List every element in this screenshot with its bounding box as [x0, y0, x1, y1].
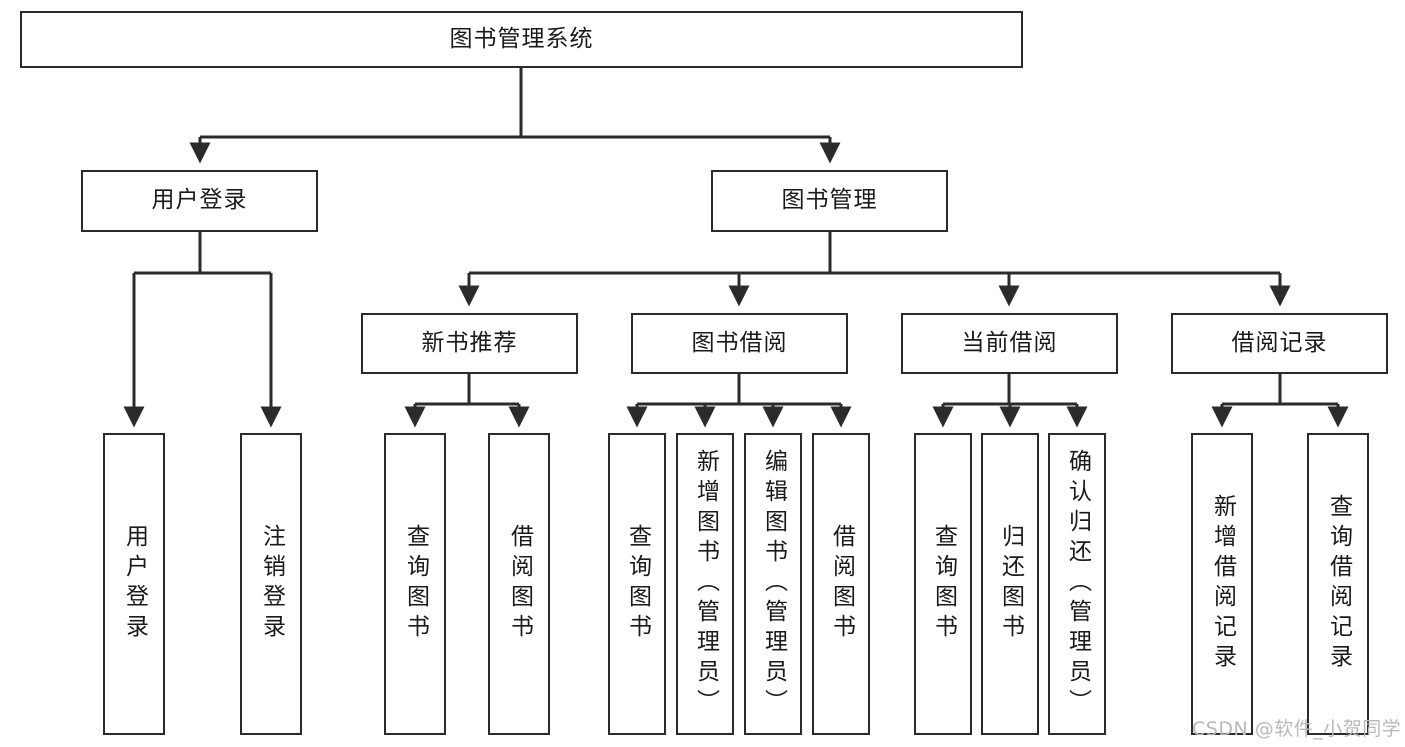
node-leaf-user-login[interactable]: 用户登录: [103, 433, 165, 735]
node-leaf-edit-book-label: 编辑图书（管理员）: [760, 449, 787, 719]
node-user-login-label: 用户登录: [151, 187, 248, 214]
node-leaf-return-book[interactable]: 归还图书: [981, 433, 1039, 735]
node-leaf-query-book-3[interactable]: 查询图书: [914, 433, 972, 735]
node-root-label: 图书管理系统: [449, 25, 594, 52]
node-leaf-borrow-book-1[interactable]: 借阅图书: [488, 433, 550, 735]
node-leaf-borrow-book-1-label: 借阅图书: [506, 524, 533, 644]
node-book-borrow-label: 图书借阅: [691, 329, 788, 356]
node-borrow-record[interactable]: 借阅记录: [1171, 313, 1388, 374]
node-leaf-add-book-label: 新增图书（管理员）: [692, 449, 719, 719]
node-new-book-recommend[interactable]: 新书推荐: [361, 313, 578, 374]
node-leaf-user-logout-label: 注销登录: [258, 524, 285, 644]
node-leaf-query-book-1-label: 查询图书: [402, 524, 429, 644]
node-book-manage[interactable]: 图书管理: [711, 170, 948, 232]
node-root[interactable]: 图书管理系统: [20, 11, 1023, 68]
node-leaf-edit-book[interactable]: 编辑图书（管理员）: [744, 433, 802, 735]
node-current-borrow[interactable]: 当前借阅: [901, 313, 1118, 374]
node-leaf-query-book-1[interactable]: 查询图书: [384, 433, 446, 735]
node-leaf-user-login-label: 用户登录: [121, 524, 148, 644]
node-leaf-add-record-label: 新增借阅记录: [1209, 494, 1236, 674]
node-leaf-borrow-book-2-label: 借阅图书: [828, 524, 855, 644]
node-leaf-query-book-2[interactable]: 查询图书: [608, 433, 666, 735]
node-borrow-record-label: 借阅记录: [1231, 329, 1328, 356]
node-leaf-add-record[interactable]: 新增借阅记录: [1191, 433, 1253, 735]
node-leaf-confirm-return[interactable]: 确认归还（管理员）: [1048, 433, 1106, 735]
node-leaf-user-logout[interactable]: 注销登录: [240, 433, 302, 735]
node-book-borrow[interactable]: 图书借阅: [631, 313, 848, 374]
node-book-manage-label: 图书管理: [781, 187, 878, 214]
node-leaf-confirm-return-label: 确认归还（管理员）: [1064, 449, 1091, 719]
node-current-borrow-label: 当前借阅: [961, 329, 1058, 356]
node-leaf-return-book-label: 归还图书: [997, 524, 1024, 644]
node-new-book-recommend-label: 新书推荐: [421, 329, 518, 356]
node-leaf-query-record-label: 查询借阅记录: [1325, 494, 1352, 674]
node-leaf-query-book-2-label: 查询图书: [624, 524, 651, 644]
node-leaf-add-book[interactable]: 新增图书（管理员）: [676, 433, 734, 735]
node-user-login[interactable]: 用户登录: [81, 170, 318, 232]
node-leaf-query-record[interactable]: 查询借阅记录: [1307, 433, 1369, 735]
node-leaf-borrow-book-2[interactable]: 借阅图书: [812, 433, 870, 735]
node-leaf-query-book-3-label: 查询图书: [930, 524, 957, 644]
watermark-text: CSDN @软件_小贺同学: [1192, 718, 1402, 740]
